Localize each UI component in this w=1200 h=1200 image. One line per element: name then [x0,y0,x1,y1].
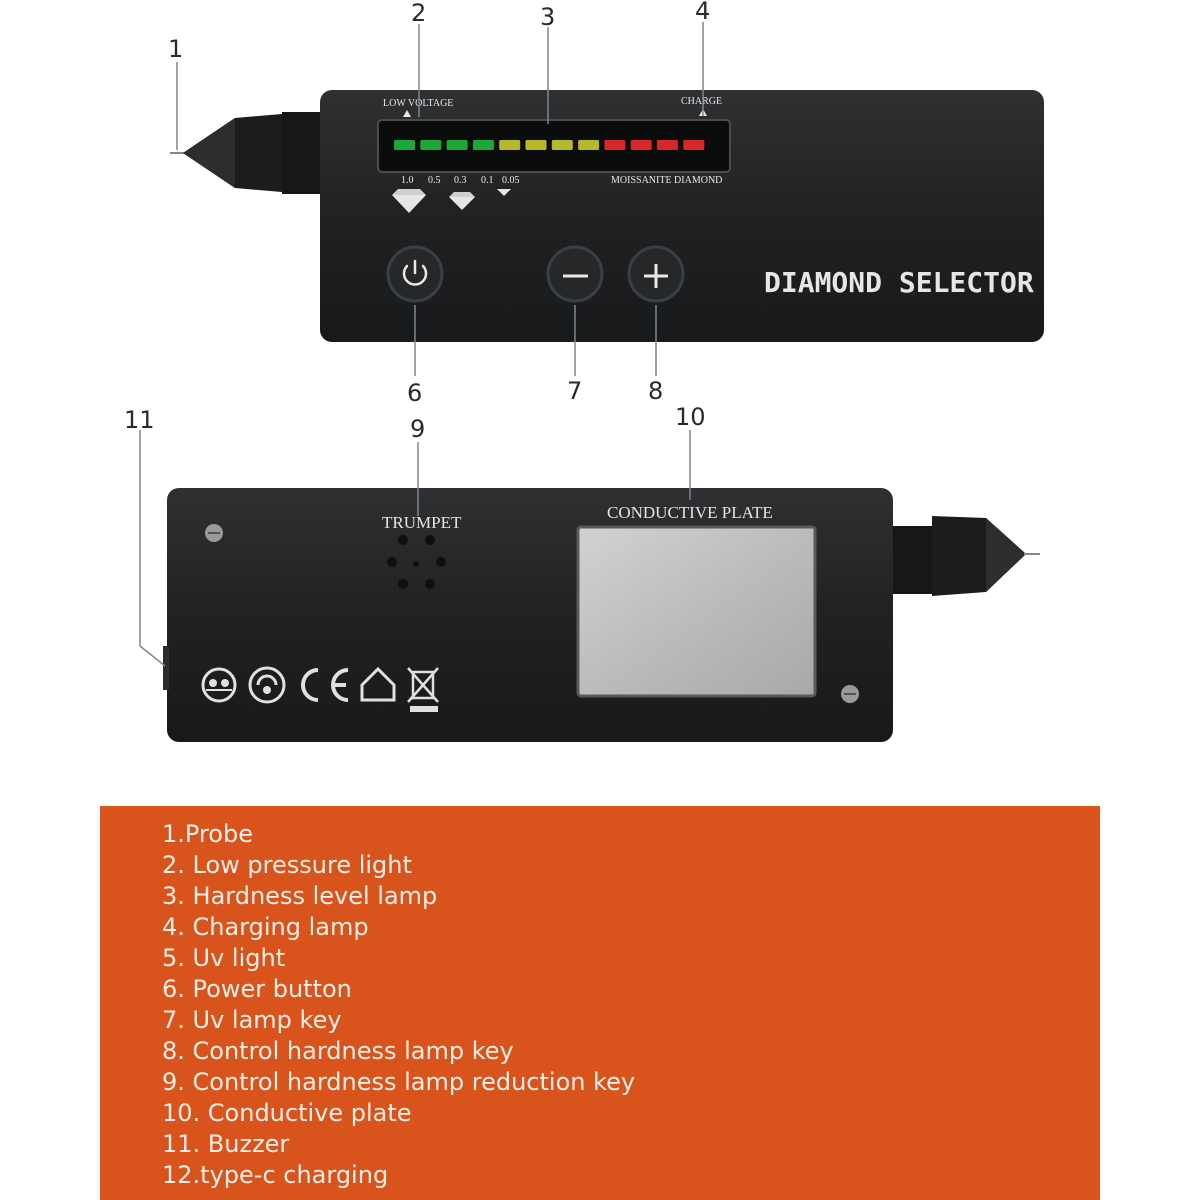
led-lamp [657,140,678,150]
screw-icon [841,685,859,703]
carat-label: 0.3 [454,175,467,186]
probe-tip [170,112,326,194]
probe-tip [888,516,1040,596]
carat-label: 1.0 [401,175,414,186]
legend-item: 8. Control hardness lamp key [162,1037,514,1065]
low-voltage-marker [403,110,411,117]
hardness-led-lamps [394,140,705,150]
front-device: LOW VOLTAGE CHARGE 1.0 0.5 0.3 0.1 0.05 … [170,90,1044,342]
conductive-plate-label: CONDUCTIVE PLATE [607,503,773,522]
legend-item: 4. Charging lamp [162,913,369,941]
uv-lamp-key-minus-button[interactable] [546,245,604,303]
diamond-icon [449,192,475,210]
legend-item: 7. Uv lamp key [162,1006,342,1034]
led-lamp [578,140,600,150]
house-icon [360,666,396,702]
legend-item: 6. Power button [162,975,352,1003]
trumpet-label: TRUMPET [382,513,462,532]
callout-number: 3 [540,3,555,31]
weee-bin-icon [407,667,439,712]
led-lamp [446,140,468,150]
led-lamp [683,140,705,150]
type-c-port [163,646,169,690]
hardness-lamp-plus-button[interactable] [627,245,685,303]
callout-number: 9 [410,415,425,443]
legend-item: 2. Low pressure light [162,851,412,879]
callout-number: 1 [168,35,183,63]
legend-item: 12.type-c charging [162,1161,389,1189]
legend-item: 9. Control hardness lamp reduction key [162,1068,636,1096]
legend-panel: 1.Probe 2. Low pressure light 3. Hardnes… [100,806,1100,1200]
callout-lines [139,22,704,667]
led-lamp [604,140,626,150]
legend-item: 1.Probe [162,820,253,848]
legend-item: 10. Conductive plate [162,1099,412,1127]
power-button[interactable] [386,245,444,303]
callout-number: 6 [407,379,422,407]
legend-item: 3. Hardness level lamp [162,882,438,910]
callout-number: 11 [124,406,155,434]
led-lamp [525,140,547,150]
carat-label: 0.1 [481,175,494,186]
screw-icon [205,524,223,542]
callout-number: 10 [675,403,706,431]
legend-item: 11. Buzzer [162,1130,290,1158]
led-lamp [420,140,442,150]
led-lamp [499,140,521,150]
diamond-icon [392,189,426,213]
callout-number: 8 [648,377,663,405]
power-icon [402,259,428,286]
safety-glasses-icon [201,667,237,703]
low-voltage-label: LOW VOLTAGE [383,98,453,109]
led-lamp [394,140,415,150]
callout-number: 2 [411,0,426,27]
conductive-plate [576,525,817,698]
moissanite-diamond-label: MOISSANITE DIAMOND [611,175,722,186]
speaker-grille [387,535,446,589]
carat-label: 0.05 [502,175,520,186]
recycle-icon [248,666,286,704]
brand-label: DIAMOND SELECTOR [764,266,1034,299]
led-lamp [630,140,652,150]
charge-label: CHARGE [681,96,722,107]
carat-label: 0.5 [428,175,441,186]
plus-icon [644,264,668,288]
legend-list: 1.Probe 2. Low pressure light 3. Hardnes… [162,819,635,1191]
led-lamp [472,140,494,150]
ce-mark-icon [301,668,349,702]
legend-item: 5. Uv light [162,944,286,972]
device-illustration: LOW VOLTAGE CHARGE 1.0 0.5 0.3 0.1 0.05 … [124,0,1044,742]
led-lamp [551,140,573,150]
callout-number: 4 [695,0,710,25]
diamond-icon [497,189,511,196]
back-device: TRUMPET CONDUCTIVE PLATE [163,488,1040,742]
callout-number: 7 [567,377,582,405]
